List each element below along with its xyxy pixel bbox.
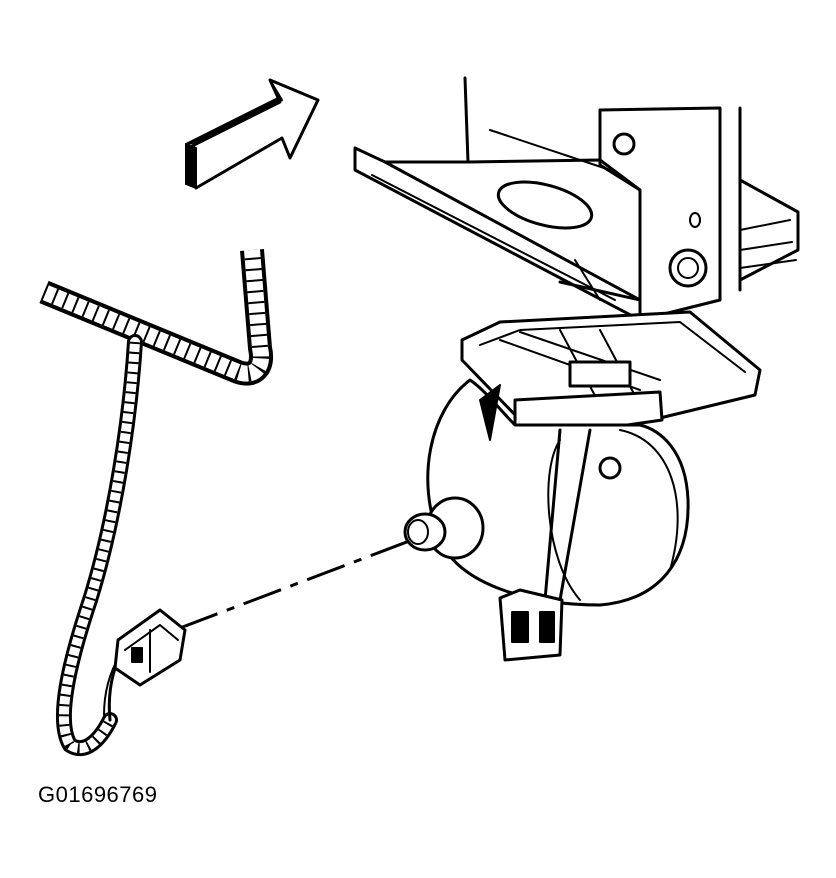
alignment-line bbox=[179, 538, 413, 630]
wiring-harness bbox=[39, 249, 273, 757]
fog-lamp-icon bbox=[403, 378, 690, 662]
electrical-connector-icon bbox=[113, 608, 187, 687]
frame-bracket bbox=[353, 76, 800, 322]
lamp-mount-bracket bbox=[460, 310, 762, 434]
direction-arrow-icon bbox=[185, 78, 320, 190]
figure-id-label: G01696769 bbox=[38, 782, 158, 807]
